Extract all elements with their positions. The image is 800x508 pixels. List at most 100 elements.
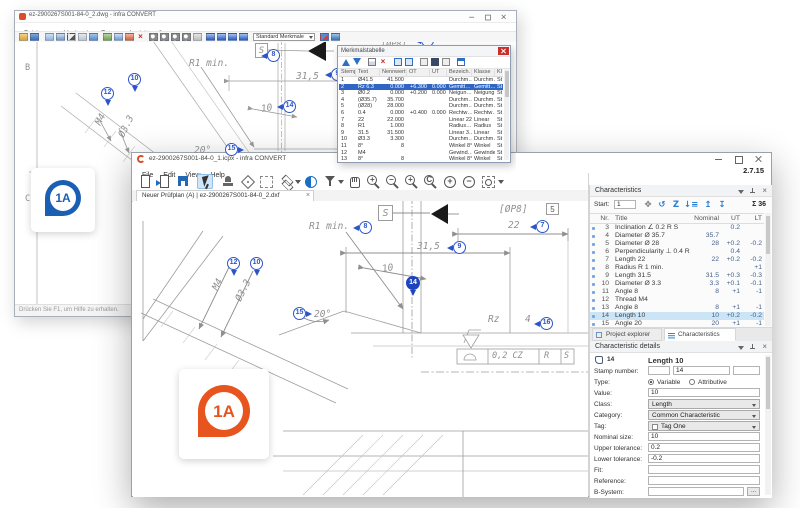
radio-attributive[interactable] (689, 379, 695, 385)
balloon-12[interactable]: 12 (101, 87, 114, 106)
rotate-icon[interactable]: ↺ (658, 200, 666, 210)
tab-close-icon[interactable]: × (305, 192, 310, 199)
balloon-8[interactable]: 8 (261, 49, 280, 62)
column-header[interactable]: Bezeich… (449, 69, 472, 76)
nominal-size-input[interactable] (648, 432, 760, 441)
delete-icon[interactable]: × (138, 32, 143, 41)
column-header[interactable]: UT (430, 69, 447, 76)
window-icon[interactable] (56, 33, 65, 41)
balloon-15[interactable]: 15 (225, 143, 244, 156)
document-tab[interactable]: Neuer Prüfplan (A) | ez-2900267S001-84-0… (136, 190, 314, 201)
table-row[interactable]: 12 Thread M4 (590, 296, 764, 304)
balloon-edit-icon[interactable] (239, 33, 248, 41)
table-row[interactable]: 13 8° 8 Winkel 8° Winkel St (339, 156, 503, 163)
balloon-16[interactable]: 16 (534, 317, 553, 330)
value-input[interactable] (648, 388, 760, 397)
panel-splitter[interactable] (588, 173, 589, 496)
chevron-down-icon[interactable] (295, 180, 301, 184)
style-icon[interactable] (431, 58, 439, 66)
menu-item[interactable]: Help (210, 172, 225, 179)
maximize-button[interactable] (731, 154, 747, 164)
move-down-icon[interactable] (353, 58, 361, 66)
balloon-15[interactable]: 15 (293, 307, 312, 320)
table-row[interactable]: 15 Angle 20 20 +1 -1 (590, 320, 764, 328)
stamp-number-input-3[interactable] (733, 366, 760, 375)
hand-icon[interactable]: ✥ (644, 200, 652, 210)
filter-icon[interactable] (322, 174, 338, 189)
dialog-close-button[interactable] (498, 47, 509, 55)
save-icon[interactable] (30, 33, 39, 41)
export-icon[interactable] (331, 33, 340, 41)
stamp-number-input-2[interactable] (673, 366, 730, 375)
zoom-in-icon[interactable] (149, 33, 158, 41)
collapse-icon[interactable] (738, 189, 744, 194)
table-row[interactable]: 4 (Ø35.7) 35.700 Durchm… Durchm… St (339, 97, 503, 104)
select-none-icon[interactable] (405, 58, 413, 66)
new-document-icon[interactable] (137, 174, 153, 189)
close-panel-icon[interactable]: × (762, 186, 767, 195)
table-row[interactable]: 6 Perpendicularity ⊥ 0.4 R 0.4 (590, 248, 764, 256)
table-row[interactable]: 2 Rz 6.3 0.000 +6.300 0.000 Gemitt… Gemi… (339, 83, 503, 91)
details-header[interactable]: Characteristic details × (590, 341, 772, 353)
transfer-icon[interactable] (320, 33, 329, 41)
col-nominal[interactable]: Nominal (694, 215, 719, 222)
close-button[interactable] (498, 13, 509, 19)
cursor-icon[interactable] (67, 33, 76, 41)
zoom-extents-icon[interactable] (422, 174, 438, 189)
fg-drawing-area[interactable]: S [ØP8] 5 R1 min. 22 31,5 10 20° M4 Ø3.3… (133, 201, 588, 497)
b-system-input[interactable] (648, 487, 744, 496)
table-icon[interactable] (103, 33, 112, 41)
table-row[interactable]: 6 0.4 0.000 +0.400 0.000 Rechtw… Rechtw…… (339, 110, 503, 117)
column-header[interactable]: Text (356, 69, 380, 76)
menu-item[interactable]: View (185, 172, 201, 179)
layers-icon[interactable] (279, 174, 295, 189)
tab-characteristics[interactable]: Characteristics (664, 328, 736, 341)
balloon-10[interactable]: 10 (128, 73, 141, 92)
radio-variable[interactable] (648, 379, 654, 385)
table-row[interactable]: 14 Length 10 10 +0.2 -0.2 (590, 312, 764, 320)
select-all-icon[interactable] (394, 58, 402, 66)
table-row[interactable]: 9 Length 31.5 31.5 +0.3 -0.3 (590, 272, 764, 280)
pin-icon[interactable] (749, 343, 756, 351)
zoom-in-icon[interactable] (365, 174, 381, 189)
pan-icon[interactable] (346, 174, 362, 189)
table-row[interactable]: 13 Angle 8 8 +1 -1 (590, 304, 764, 312)
pin-icon[interactable] (749, 187, 756, 195)
tag-tool-icon[interactable] (239, 174, 255, 189)
columns-icon[interactable] (420, 58, 428, 66)
move-up-icon[interactable] (342, 58, 350, 66)
column-header[interactable]: Stempel (339, 69, 356, 76)
zoom-all-icon[interactable] (182, 33, 191, 41)
move-top-icon[interactable]: ↥ (704, 200, 712, 210)
view-icon[interactable] (45, 33, 54, 41)
balloon-10[interactable]: 10 (250, 257, 263, 276)
table-row[interactable]: 10 Ø3.3 3.300 Durchm… Durchm… St (339, 136, 503, 143)
table-row[interactable]: 1 Ø41.5 41.500 Durchm… Durchm… St (339, 77, 503, 84)
table-row[interactable]: 10 Diameter Ø 3.3 3.3 +0.1 -0.1 (590, 280, 764, 288)
tag-checkbox[interactable] (652, 423, 658, 430)
lower-tolerance-input[interactable] (648, 454, 760, 463)
table-row[interactable]: 8 R1 1.000 Radius… Radius St (339, 123, 503, 130)
table-row[interactable]: 11 Angle 8 8 +1 -1 (590, 288, 764, 296)
area-select-icon[interactable] (258, 174, 274, 189)
balloon-7[interactable]: 7 (530, 220, 549, 233)
table-row[interactable]: 5 (Ø28) 28.000 Durchm… Durchm… St (339, 103, 503, 110)
foreground-window[interactable]: ez-2900267S001-84-0_1.icpx - infra CONVE… (131, 152, 772, 498)
balloon-9[interactable]: 9 (447, 241, 466, 254)
select-tool-icon[interactable] (197, 174, 213, 189)
table-row[interactable]: 7 Length 22 22 +0.2 -0.2 (590, 256, 764, 264)
column-header[interactable]: OT (407, 69, 430, 76)
column-header-icon[interactable] (457, 58, 465, 66)
minimize-button[interactable] (466, 13, 477, 19)
delete-row-icon[interactable]: × (380, 57, 386, 66)
start-input[interactable] (614, 199, 636, 209)
menu-item[interactable]: Edit (163, 172, 176, 179)
stamp-tool-icon[interactable] (220, 174, 236, 189)
open-icon[interactable] (19, 33, 28, 41)
details-scrollbar[interactable] (765, 355, 771, 495)
merkmalstabelle-dialog[interactable]: Merkmalstabelle × (337, 45, 511, 163)
balloon-8[interactable]: 8 (353, 221, 372, 234)
column-header[interactable]: Klasse (472, 69, 495, 76)
dialog-titlebar[interactable]: Merkmalstabelle (338, 46, 510, 57)
zoom-window-icon[interactable] (171, 33, 180, 41)
